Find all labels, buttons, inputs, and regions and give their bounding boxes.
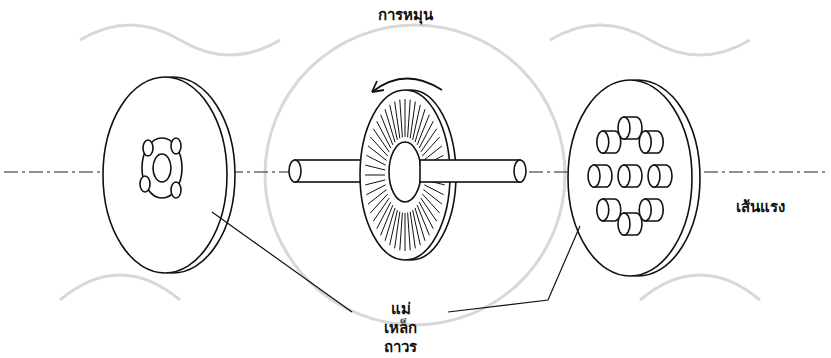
magnet-cylinder (618, 213, 642, 235)
rotor-slot (368, 190, 386, 205)
rotor-slot (390, 210, 398, 245)
rotor-slot (423, 146, 441, 161)
rotor-slot (385, 109, 395, 142)
right-disc (568, 80, 700, 276)
rotor-slot (368, 146, 386, 161)
rotor-slot (424, 185, 443, 195)
flux-label: เส้นแรง (736, 198, 785, 217)
rotor-slot (408, 213, 411, 251)
rotor-slot (423, 190, 441, 205)
rotor-slot (366, 185, 385, 195)
magnet-cylinder (597, 131, 621, 153)
rotor-slot (405, 213, 406, 251)
rotor-slot (366, 155, 385, 165)
rotor-slot (395, 102, 400, 139)
magnet-cylinder (639, 131, 663, 153)
rotor-slot (365, 180, 385, 185)
magnet-cylinder (639, 199, 663, 221)
rotor-slot (400, 213, 403, 251)
magnet-cylinder (588, 165, 612, 187)
watermark (60, 25, 760, 325)
magnet-cylinder (648, 165, 672, 187)
magnet-cylinder (597, 199, 621, 221)
rotor-slot (400, 100, 403, 138)
rotor-slot (370, 194, 387, 213)
rotor-slot (410, 212, 415, 249)
rotor-slot (415, 208, 425, 241)
rotation-arrow (372, 78, 442, 92)
magnet-label: แม่เหล็ก ถาวร (384, 300, 417, 356)
shaft (420, 160, 526, 182)
rotor-slot (365, 165, 385, 170)
rotor-slot (422, 137, 439, 156)
rotation-label: การหมุน (378, 6, 433, 25)
rotor-slot (365, 175, 385, 176)
rotor-slot (408, 100, 411, 138)
left-disc (103, 77, 235, 273)
leader-line (212, 212, 580, 312)
magnet-cylinder (618, 117, 642, 139)
magnet-cylinder (618, 165, 642, 187)
rotor-slot (405, 99, 406, 137)
rotor-slot (413, 105, 421, 140)
